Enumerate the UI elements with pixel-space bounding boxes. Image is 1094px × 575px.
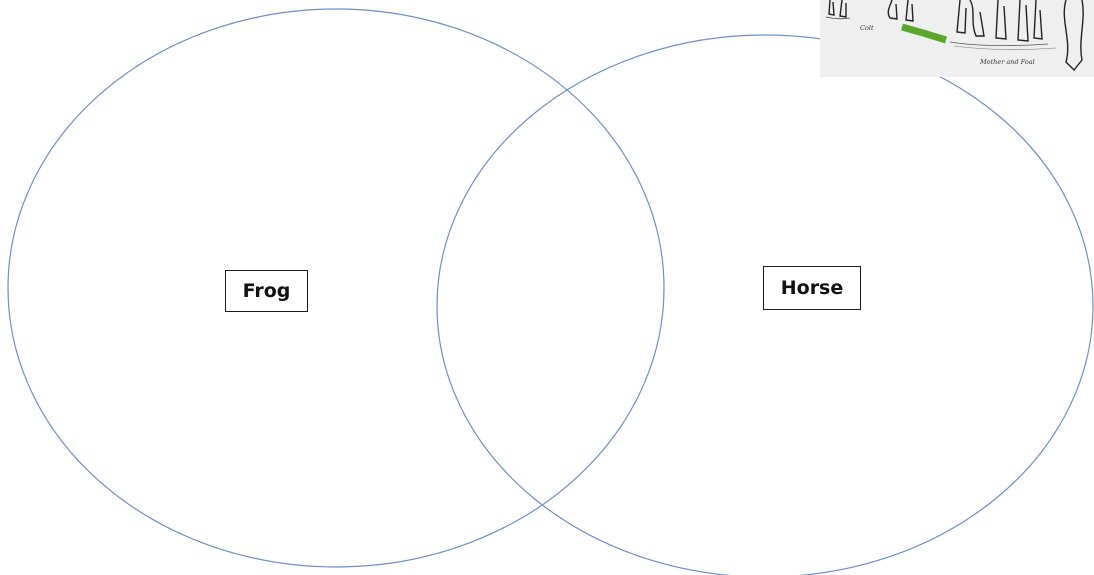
frog-label: Frog — [225, 270, 308, 312]
colt-illustration — [826, 0, 913, 21]
growth-arrow — [902, 27, 946, 40]
mother-and-foal-caption: Mother and Foal — [979, 58, 1035, 66]
horse-life-cycle-illustration: Colt Mother and Foal — [820, 0, 1094, 77]
colt-caption: Colt — [860, 24, 874, 32]
frog-circle — [8, 9, 664, 567]
horse-label: Horse — [763, 266, 861, 310]
